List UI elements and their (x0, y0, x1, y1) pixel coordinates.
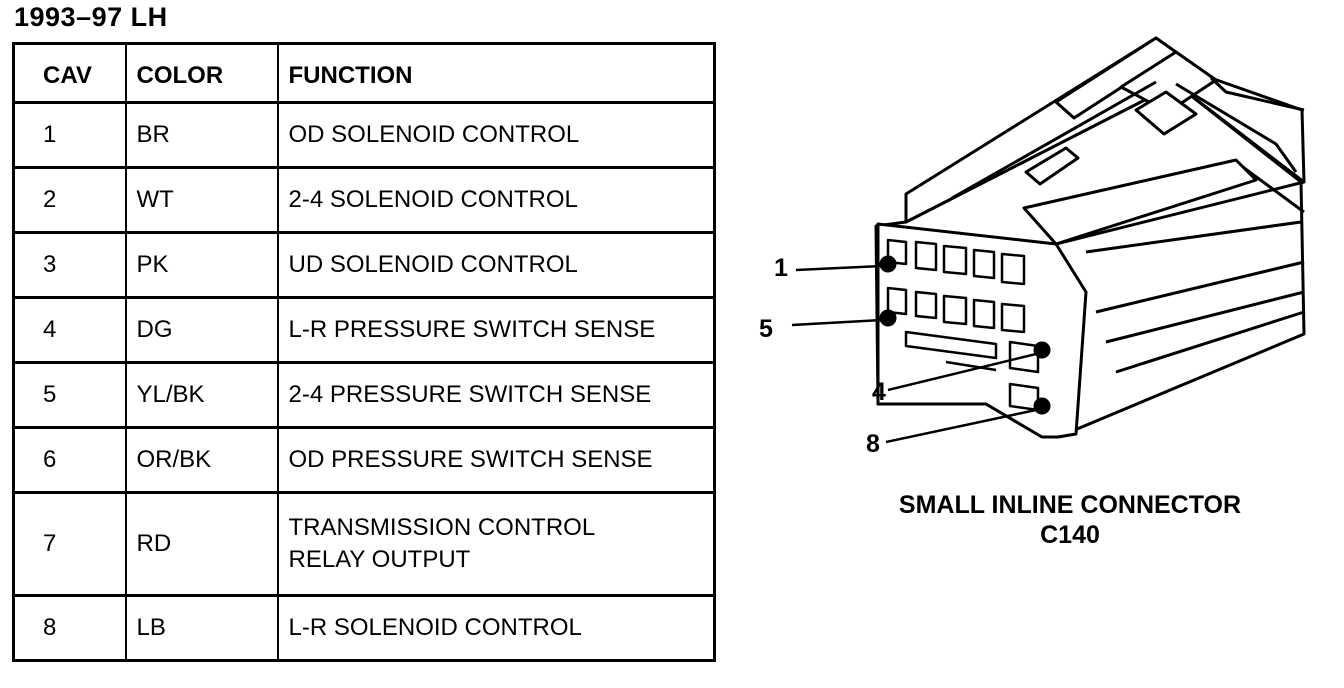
pin-8-leader (885, 408, 1037, 444)
table-row: 3 PK UD SOLENOID CONTROL (12, 231, 716, 299)
function-cell: 2-4 SOLENOID CONTROL (276, 166, 716, 234)
pin-label-8: 8 (866, 430, 880, 458)
cav-cell: 8 (12, 594, 127, 662)
table-row: 8 LB L-R SOLENOID CONTROL (12, 594, 716, 662)
cav-cell: 7 (12, 491, 127, 597)
pin-label-5: 5 (759, 315, 773, 343)
function-cell: L-R SOLENOID CONTROL (276, 594, 716, 662)
color-cell: LB (124, 594, 279, 662)
cav-cell: 1 (12, 101, 127, 169)
table-row: 6 OR/BK OD PRESSURE SWITCH SENSE (12, 426, 716, 494)
pin-1-leader (795, 264, 883, 272)
connector-id: C140 (1040, 521, 1100, 549)
color-cell: PK (124, 231, 279, 299)
connector-drawing (791, 36, 1306, 444)
table-row: 4 DG L-R PRESSURE SWITCH SENSE (12, 296, 716, 364)
connector-caption: SMALL INLINE CONNECTOR C140 (850, 490, 1290, 550)
cav-cell: 3 (12, 231, 127, 299)
pin-5-leader (791, 318, 883, 327)
table-row: 5 YL/BK 2-4 PRESSURE SWITCH SENSE (12, 361, 716, 429)
table-header-row: CAV COLOR FUNCTION (12, 42, 716, 104)
column-header-cav: CAV (12, 42, 127, 104)
pin-label-1: 1 (774, 254, 788, 282)
pin-label-4: 4 (872, 378, 886, 406)
function-cell: OD SOLENOID CONTROL (276, 101, 716, 169)
pin-8-dot (1033, 397, 1051, 415)
pin-4-dot (1033, 341, 1051, 359)
column-header-function: FUNCTION (276, 42, 716, 104)
cav-cell: 4 (12, 296, 127, 364)
connector-name: SMALL INLINE CONNECTOR (898, 491, 1242, 519)
color-cell: BR (124, 101, 279, 169)
connector-illustration: 1 5 4 8 (756, 12, 1316, 458)
color-cell: WT (124, 166, 279, 234)
connector-face (876, 222, 1088, 439)
function-cell: TRANSMISSION CONTROL RELAY OUTPUT (276, 491, 716, 597)
cav-cell: 6 (12, 426, 127, 494)
function-cell: L-R PRESSURE SWITCH SENSE (276, 296, 716, 364)
color-cell: OR/BK (124, 426, 279, 494)
diagram-heading: 1993–97 LH (14, 2, 168, 32)
function-cell: 2-4 PRESSURE SWITCH SENSE (276, 361, 716, 429)
connector-pinout-table: CAV COLOR FUNCTION 1 BR OD SOLENOID CONT… (12, 42, 716, 662)
color-cell: RD (124, 491, 279, 597)
function-cell: UD SOLENOID CONTROL (276, 231, 716, 299)
table-row: 1 BR OD SOLENOID CONTROL (12, 101, 716, 169)
pin-4-leader (887, 352, 1037, 392)
function-line: RELAY OUTPUT (288, 546, 471, 573)
pin-1-dot (879, 255, 897, 273)
column-header-color: COLOR (124, 42, 279, 104)
table-row: 7 RD TRANSMISSION CONTROL RELAY OUTPUT (12, 491, 716, 597)
table-row: 2 WT 2-4 SOLENOID CONTROL (12, 166, 716, 234)
function-line: TRANSMISSION CONTROL (288, 514, 596, 541)
pin-5-dot (879, 309, 897, 327)
color-cell: DG (124, 296, 279, 364)
cav-cell: 2 (12, 166, 127, 234)
function-cell: OD PRESSURE SWITCH SENSE (276, 426, 716, 494)
color-cell: YL/BK (124, 361, 279, 429)
cav-cell: 5 (12, 361, 127, 429)
